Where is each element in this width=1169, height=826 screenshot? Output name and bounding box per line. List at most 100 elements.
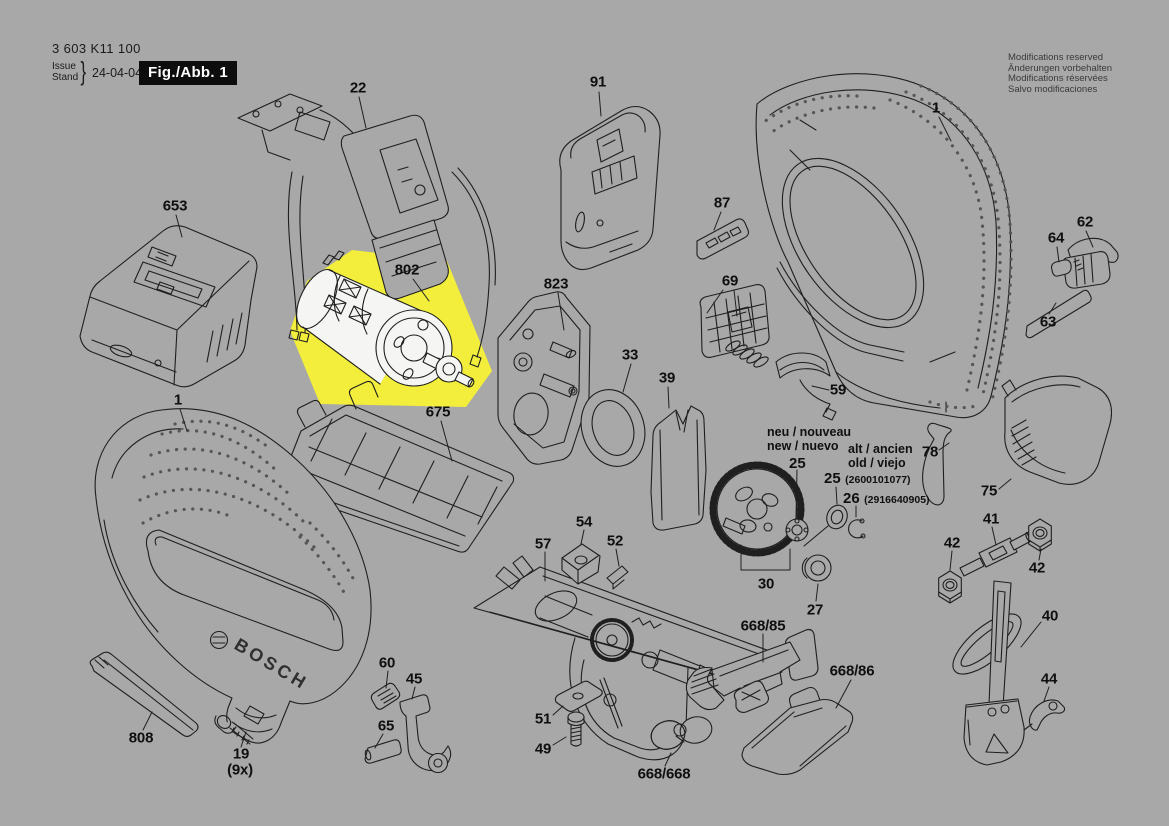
part-802-motor[interactable] bbox=[288, 250, 475, 388]
part-label-39[interactable]: 39 bbox=[658, 369, 676, 387]
part-label-87[interactable]: 87 bbox=[713, 194, 731, 212]
part-668-85-bracket[interactable] bbox=[685, 628, 819, 713]
part-label-42[interactable]: 42 bbox=[1028, 559, 1046, 577]
part-label-40[interactable]: 40 bbox=[1041, 607, 1059, 625]
part-59-clip[interactable] bbox=[775, 352, 837, 421]
part-22-switch-assembly[interactable] bbox=[237, 93, 496, 368]
part-label-1[interactable]: 1 bbox=[931, 99, 941, 117]
part-63-rod[interactable] bbox=[1025, 289, 1092, 339]
part-label-802[interactable]: 802 bbox=[394, 261, 420, 279]
part-label-42[interactable]: 42 bbox=[943, 534, 961, 552]
part-number-26-old[interactable]: 26 bbox=[843, 490, 860, 507]
part-26-circlip bbox=[848, 519, 864, 539]
part-19-screw[interactable] bbox=[214, 713, 254, 745]
issue-label: Issue bbox=[52, 61, 76, 72]
part-label-60[interactable]: 60 bbox=[378, 654, 396, 672]
part-51-plate[interactable] bbox=[554, 680, 603, 713]
part-823-plate[interactable] bbox=[497, 291, 591, 465]
notice-line: Modifications réservées bbox=[1008, 73, 1108, 84]
part-label-54[interactable]: 54 bbox=[575, 513, 593, 531]
part-75-cover[interactable] bbox=[1001, 375, 1113, 485]
part-42-nut-left[interactable] bbox=[938, 570, 962, 604]
part-label-63[interactable]: 63 bbox=[1039, 313, 1057, 331]
part-65-pin[interactable] bbox=[364, 739, 402, 764]
part-label-823[interactable]: 823 bbox=[543, 275, 569, 293]
leader-lines bbox=[142, 91, 1094, 767]
part-52-clip[interactable] bbox=[606, 565, 629, 590]
part-668-86-shoe[interactable] bbox=[741, 686, 854, 776]
notice-line: Änderungen vorbehalten bbox=[1008, 62, 1113, 74]
issue-date: 24-04-04 bbox=[92, 66, 143, 80]
figure-label: Fig./Abb. 1 bbox=[139, 61, 237, 85]
part-label-64[interactable]: 64 bbox=[1047, 229, 1065, 247]
part-54-block[interactable] bbox=[561, 543, 601, 585]
part-42-nut-right[interactable] bbox=[1028, 518, 1052, 552]
part-41-shaft[interactable] bbox=[959, 531, 1033, 577]
issue-stand-label: Issue Stand bbox=[52, 61, 78, 83]
part-label-19[interactable]: 19 bbox=[232, 745, 250, 763]
part-number-25-old[interactable]: 25 bbox=[824, 470, 841, 487]
part-1-housing-right[interactable] bbox=[754, 73, 1013, 419]
part-25-old-washer bbox=[826, 504, 848, 530]
part-label-44[interactable]: 44 bbox=[1040, 670, 1058, 688]
part-33-ring[interactable] bbox=[571, 381, 654, 474]
part-ref-26-old: (2916640905) bbox=[864, 494, 930, 506]
part-1-housing-left[interactable]: BOSCH bbox=[94, 408, 372, 744]
part-label-9x[interactable]: (9x) bbox=[227, 761, 253, 779]
part-label-65[interactable]: 65 bbox=[377, 717, 395, 735]
part-label-808[interactable]: 808 bbox=[128, 729, 154, 747]
part-label-22[interactable]: 22 bbox=[349, 79, 367, 97]
annotation-old: alt / ancien old / viejo bbox=[848, 442, 913, 470]
part-40-plunger[interactable] bbox=[944, 580, 1030, 766]
part-label-26-old[interactable]: 26 (2916640905) bbox=[843, 490, 930, 508]
part-44-clip[interactable] bbox=[1023, 699, 1066, 731]
part-label-1[interactable]: 1 bbox=[173, 391, 183, 409]
part-653-charger[interactable] bbox=[79, 225, 258, 388]
part-label-52[interactable]: 52 bbox=[606, 532, 624, 550]
part-label-25-old[interactable]: 25 (2600101077) bbox=[824, 470, 911, 488]
modification-notices: Modifications reserved Änderungen vorbeh… bbox=[1008, 52, 1113, 95]
part-label-653[interactable]: 653 bbox=[162, 197, 188, 215]
part-45-roller-lever[interactable] bbox=[399, 694, 452, 774]
part-label-27[interactable]: 27 bbox=[806, 601, 824, 619]
part-668-668-cam[interactable] bbox=[648, 713, 715, 753]
part-label-30[interactable]: 30 bbox=[757, 575, 775, 593]
part-64-pin[interactable] bbox=[1050, 259, 1084, 277]
part-label-91[interactable]: 91 bbox=[589, 73, 607, 91]
part-label-75[interactable]: 75 bbox=[980, 482, 998, 500]
part-label-57[interactable]: 57 bbox=[534, 535, 552, 553]
part-label-51[interactable]: 51 bbox=[534, 710, 552, 728]
part-label-59[interactable]: 59 bbox=[829, 381, 847, 399]
part-30-gear-assembly[interactable] bbox=[709, 461, 866, 582]
part-label-66886[interactable]: 668/86 bbox=[829, 662, 875, 680]
part-label-49[interactable]: 49 bbox=[534, 740, 552, 758]
part-ref-25-old: (2600101077) bbox=[845, 474, 911, 486]
part-label-668668[interactable]: 668/668 bbox=[637, 765, 691, 783]
part-69-slider[interactable] bbox=[699, 284, 770, 369]
part-label-78[interactable]: 78 bbox=[921, 443, 939, 461]
part-label-66885[interactable]: 668/85 bbox=[740, 617, 786, 635]
type-number: 3 603 K11 100 bbox=[52, 41, 141, 56]
part-label-69[interactable]: 69 bbox=[721, 272, 739, 290]
part-49-screw[interactable] bbox=[567, 711, 585, 747]
part-57-gearbox[interactable] bbox=[473, 555, 776, 761]
part-label-62[interactable]: 62 bbox=[1076, 213, 1094, 231]
part-808-blade[interactable] bbox=[89, 651, 199, 738]
part-39-insert[interactable] bbox=[650, 405, 707, 531]
part-27-bushing bbox=[801, 554, 832, 582]
part-60-pad[interactable] bbox=[370, 682, 401, 710]
part-label-33[interactable]: 33 bbox=[621, 346, 639, 364]
part-label-25-new[interactable]: 25 bbox=[789, 455, 806, 472]
annotation-new-line1: neu / nouveau bbox=[767, 425, 852, 439]
part-87-plate[interactable] bbox=[696, 218, 750, 260]
part-62-lever[interactable] bbox=[1061, 237, 1119, 289]
part-label-45[interactable]: 45 bbox=[405, 670, 423, 688]
notice-line: Modifications reserved bbox=[1008, 52, 1104, 63]
part-78-wire-stirrup[interactable] bbox=[922, 422, 952, 506]
part-91-battery[interactable] bbox=[559, 105, 661, 271]
part-label-675[interactable]: 675 bbox=[425, 403, 451, 421]
part-label-41[interactable]: 41 bbox=[982, 510, 1000, 528]
